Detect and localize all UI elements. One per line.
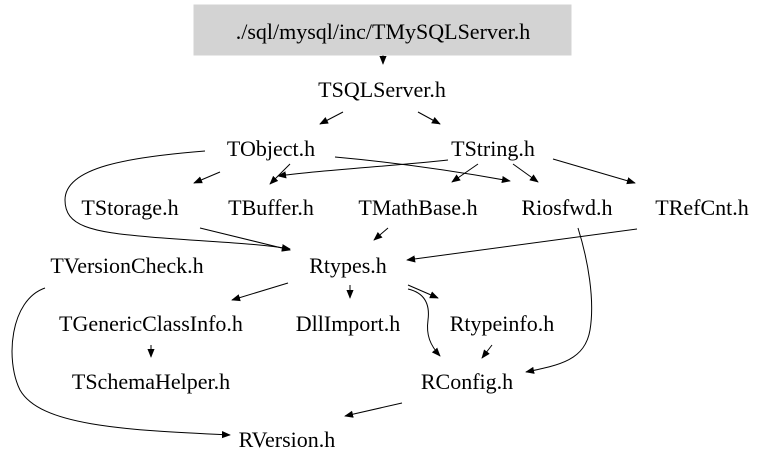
edge-tstorage-rtypes (199, 227, 291, 252)
root-node-box (193, 4, 572, 56)
edge-tobject-riosfwd (334, 156, 511, 184)
edge-tobject-tbuffer (269, 163, 291, 185)
edge-tsqlserver-tobject (319, 111, 344, 125)
edge-tmathbase-rtypes (373, 227, 389, 241)
node-dllimport[interactable]: DllImport.h (296, 311, 401, 336)
edge-rtypes-rconfig (407, 288, 441, 357)
edge-tobject-rtypes (64, 150, 291, 252)
edges (11, 55, 638, 439)
node-tschemahelper[interactable]: TSchemaHelper.h (72, 369, 230, 394)
node-rtypeinfo[interactable]: Rtypeinfo.h (450, 311, 555, 336)
node-rtypes[interactable]: Rtypes.h (309, 253, 387, 278)
node-tversioncheck[interactable]: TVersionCheck.h (50, 253, 203, 278)
edge-tobject-tstorage (193, 171, 221, 184)
node-root[interactable]: ./sql/mysql/inc/TMySQLServer.h (236, 19, 531, 44)
node-tobject[interactable]: TObject.h (227, 136, 315, 161)
edge-tstring-tbuffer (277, 159, 449, 179)
node-riosfwd[interactable]: Riosfwd.h (521, 195, 612, 220)
edge-rtypeinfo-rconfig (481, 344, 493, 359)
node-tstorage[interactable]: TStorage.h (81, 195, 178, 220)
edge-rconfig-rversion (344, 402, 403, 418)
node-tgenericclassinfo[interactable]: TGenericClassInfo.h (59, 311, 243, 336)
node-tstring[interactable]: TString.h (451, 136, 535, 161)
nodes: ./sql/mysql/inc/TMySQLServer.h TSQLServe… (50, 19, 748, 452)
node-rversion[interactable]: RVersion.h (239, 427, 336, 452)
edge-rtypes-tgenericclassinfo (231, 282, 289, 302)
edge-tstring-tmathbase (451, 163, 479, 183)
node-tmathbase[interactable]: TMathBase.h (358, 195, 477, 220)
node-trefcnt[interactable]: TRefCnt.h (655, 195, 749, 220)
edge-tstring-riosfwd (512, 163, 539, 183)
edge-tstring-trefcnt (552, 158, 636, 185)
edge-tsqlserver-tstring (417, 111, 441, 125)
node-rconfig[interactable]: RConfig.h (421, 369, 513, 394)
node-tsqlserver[interactable]: TSQLServer.h (318, 77, 446, 102)
node-tbuffer[interactable]: TBuffer.h (228, 195, 314, 220)
edge-trefcnt-rtypes (406, 228, 638, 263)
edge-rtypes-rtypeinfo (407, 284, 439, 299)
edge-riosfwd-rconfig (525, 227, 593, 374)
edge-tversioncheck-rversion (11, 287, 231, 439)
